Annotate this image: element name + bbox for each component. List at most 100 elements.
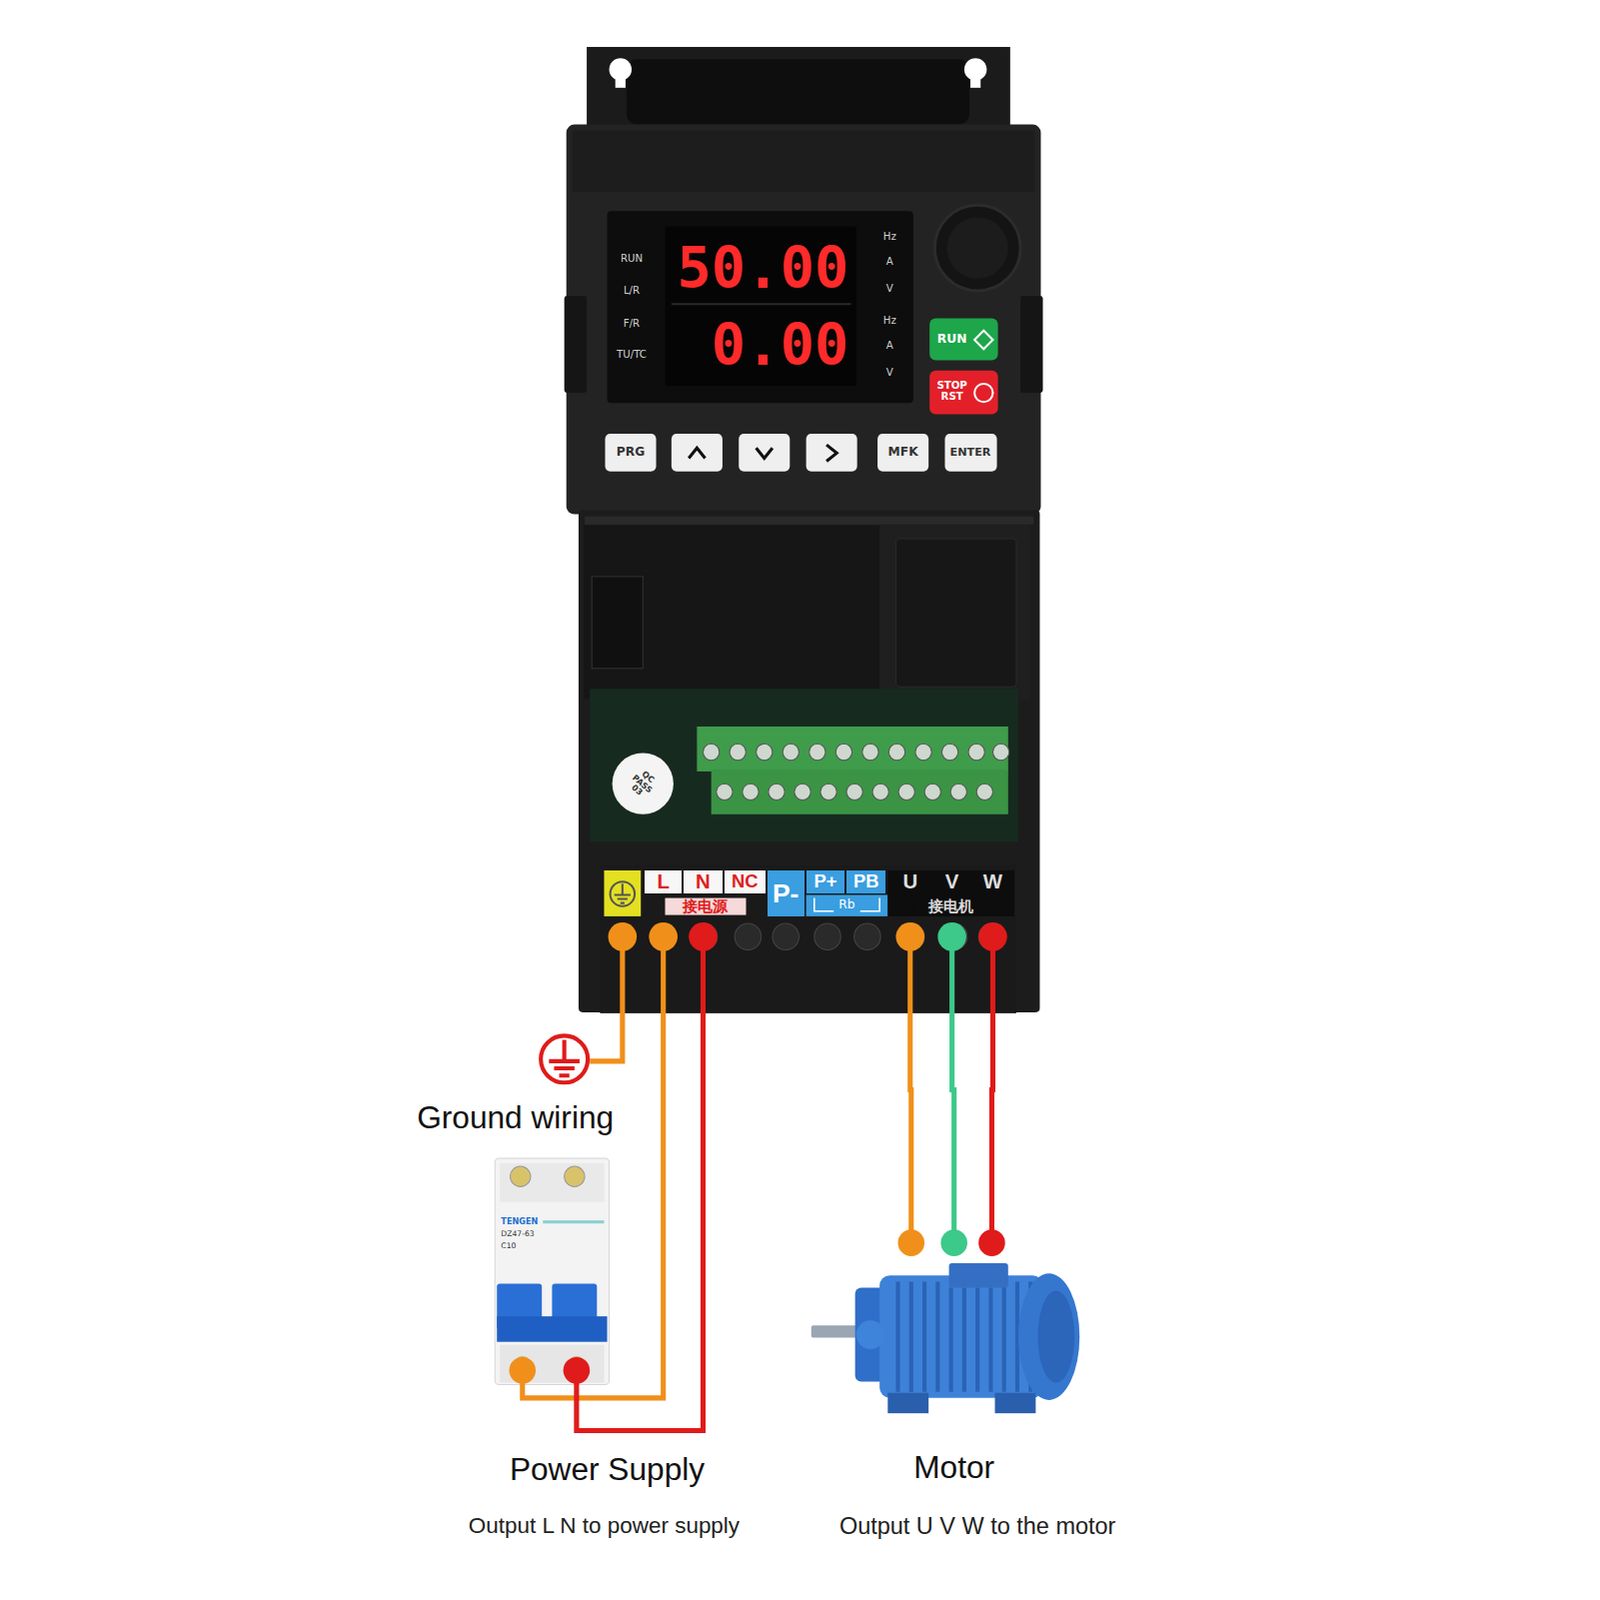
status-indicator: L/R [623,284,640,296]
terminal-label: V [932,870,972,894]
status-indicator: TU/TC [616,349,647,361]
keypad-button [604,433,656,472]
control-terminal-block [835,743,852,760]
terminal-label: L [644,870,682,894]
breaker-rating: C10 [500,1241,516,1250]
control-terminal-block [782,743,799,760]
inverter-housing [572,130,1036,192]
button-label: PRG [616,446,645,460]
ground-label: Ground wiring [416,1100,614,1136]
control-terminal-block [888,743,905,760]
mounting-bracket [586,46,1011,133]
circuit-breaker [494,1158,609,1386]
arrow-icon [688,447,705,458]
lower-housing [583,525,880,700]
power-terminal-strip [887,870,1015,917]
ground-wire [589,936,623,1062]
power-terminal-strip [614,883,631,903]
control-terminal-block [809,743,826,760]
control-terminal-block [976,783,993,800]
run-button [929,318,998,361]
motor [811,1325,858,1338]
circuit-breaker [494,1158,609,1386]
wire-terminal-dot [898,1229,926,1257]
motor [856,1320,886,1350]
wire-terminal-dot [978,922,1008,952]
power-terminal-strip [806,894,889,916]
keypad-button [671,433,723,472]
wire-terminal-dot [940,1229,968,1257]
ground-symbol [548,1039,580,1076]
control-terminal-block [950,783,967,800]
wire-path [522,936,664,1399]
terminal-label: W [973,870,1013,894]
status-indicator: RUN [620,253,643,265]
control-terminal-block [862,743,879,760]
control-terminal-block [716,783,733,800]
speed-knob [934,204,1021,291]
keypad-button [738,433,790,472]
power-terminal-strip [734,923,762,951]
power-terminal-strip [603,870,641,917]
control-terminal-block [756,743,773,760]
motor [1037,1291,1075,1384]
stop-button [974,383,993,402]
control-terminal-block [898,783,915,800]
unit-indicator: Hz [883,314,897,326]
motor-title: Motor [913,1450,995,1486]
terminal-label: N [683,870,723,894]
motor [995,1393,1037,1414]
current-readout: 0.00 [711,313,850,377]
control-terminal-block [794,783,811,800]
wire-path [952,936,955,1243]
unit-indicator: Hz [883,230,897,242]
button-label: STOP RST [935,380,969,402]
ground-wire [589,922,637,1062]
wire [937,922,968,1257]
button-label: MFK [888,446,919,460]
unit-indicator: V [886,366,894,378]
keypad-button [806,433,858,472]
motor [1018,1273,1080,1401]
keypad-button [604,433,997,472]
display-panel [607,210,914,403]
control-terminal-block [696,726,1008,772]
unit-indicator: A [886,256,894,268]
control-terminal-block [872,783,889,800]
power-terminal-strip [814,898,880,912]
power-supply-note: Output L N to power supply [468,1514,740,1540]
inverter-housing [566,124,1042,515]
motor [898,1281,1032,1392]
stop-button [929,370,998,415]
mounting-bracket [626,58,970,124]
power-supply-title: Power Supply [509,1452,705,1488]
run-button [929,318,998,361]
control-terminal-block [768,783,785,800]
wire-terminal-dot [688,922,718,952]
control-terminal-block [820,783,837,800]
ground-symbol [540,1035,588,1083]
wire-path [910,936,912,1243]
motor [811,1263,1081,1414]
wire-path [576,936,704,1431]
terminal-label: P- [767,870,805,917]
breaker-model: DZ47-63 [500,1230,534,1239]
terminal-label: PB [846,870,886,894]
wire-terminal-dot [508,1357,536,1385]
arrow-icon [756,447,773,458]
power-terminal: P- [767,870,805,937]
motor [887,1393,929,1414]
inverter-housing [564,124,1044,1013]
unit-indicator: A [886,340,894,352]
qc-sticker [612,753,674,815]
display-panel [671,302,852,305]
circuit-breaker [564,1166,585,1187]
lower-housing [895,538,1016,687]
ground-symbol [540,1035,588,1083]
control-terminal-block [924,783,941,800]
power-terminal-strip [610,881,636,907]
motor: MotorOutput U V W to the motor [811,1243,1083,1420]
